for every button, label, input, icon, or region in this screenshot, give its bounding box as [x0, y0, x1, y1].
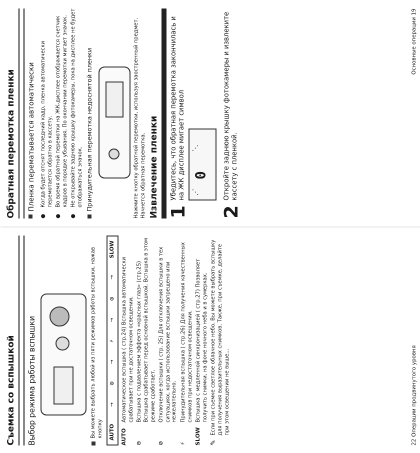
- arrow-right-icon: →: [109, 274, 116, 280]
- mode-row-redeye: ⊙ Вспышка с подавлением эффекта «красных…: [136, 235, 156, 445]
- arrow-right-icon: →: [109, 359, 116, 364]
- mode-symbol: ⊘: [158, 440, 165, 445]
- intro-row: Вы можете выбрать любой из пяти режимов …: [90, 235, 103, 445]
- rewind-button-icon: [108, 148, 120, 159]
- shutter-button-icon: [49, 306, 69, 326]
- blink-rays-icon: ⋱: [191, 144, 200, 151]
- step-number: 1: [167, 204, 190, 218]
- step-text: Убедитесь, что обратная перемотка законч…: [169, 15, 186, 200]
- arrow-right-icon: →: [109, 401, 116, 407]
- lcd-symbol: 0: [193, 170, 210, 179]
- auto-rewind-subtitle: Пленка перематывается автоматически: [27, 61, 35, 211]
- blink-rays-icon: ⋰: [191, 188, 200, 195]
- mode-description: Отключение вспышки ( стр. 25) Для отключ…: [158, 246, 178, 422]
- rewind-item-1: ● Когда будет отснят последний кадр, пле…: [40, 8, 53, 218]
- forced-rewind-heading: Принудительная перемотка недоснятой плен…: [84, 8, 97, 218]
- flash-section-title: Съемка со вспышкой: [6, 334, 16, 445]
- remove-film-title: Извлечение пленки: [149, 115, 160, 218]
- flash-mode-subtitle: Выбор режима работы вспышки: [27, 315, 36, 445]
- mode-redeye-label: ⊙: [109, 380, 116, 386]
- item-marker: ●: [55, 213, 62, 218]
- mode-symbol: AUTO: [121, 427, 128, 445]
- mode-slow-label: SLOW: [109, 240, 116, 258]
- item-marker: ●: [40, 213, 46, 218]
- rewind-item-text: Не открывайте заднюю крышку фотокамеры, …: [70, 8, 83, 207]
- mode-symbol: SLOW: [195, 426, 202, 445]
- mode-description: Вспышка с медленной синхронизацией ( стр…: [195, 258, 208, 422]
- title-rule: [18, 8, 24, 218]
- blinking-lcd-illustration: ⋰ 0 ⋱: [188, 128, 217, 200]
- rewind-item-text: Когда будет отснят последний кадр, пленк…: [40, 40, 53, 207]
- left-page-footer: 22 Операции продвинутого уровня: [411, 344, 417, 445]
- mode-description: Вспышка с подавлением эффекта «красных г…: [136, 237, 156, 422]
- item-marker: ●: [70, 213, 77, 218]
- auto-rewind-heading: Пленка перематывается автоматически: [27, 8, 38, 218]
- mode-auto-label: AUTO: [109, 423, 116, 440]
- camera-top-illustration: [40, 293, 86, 415]
- mode-row-off: ⊘ Отключение вспышки ( стр. 25) Для откл…: [158, 235, 178, 445]
- bullet-icon: [86, 214, 91, 218]
- right-page-footer: Основные операции 19: [411, 8, 417, 75]
- right-page: Обратная перемотка пленки Пленка перемат…: [0, 0, 420, 226]
- mode-row-fill: ⚡ Принудительная вспышка ( стр.26) Для п…: [180, 235, 193, 445]
- title-rule: [18, 235, 24, 445]
- camera-lcd: [53, 366, 73, 404]
- step-1: 1 Убедитесь, что обратная перемотка зако…: [167, 8, 217, 218]
- arrow-right-icon: →: [109, 317, 116, 322]
- mode-flash-label: ⚡: [109, 338, 116, 343]
- mode-row-auto: AUTO Автоматическое вспышка ( стр.24) Вс…: [121, 235, 134, 445]
- mode-symbol: ⚡: [179, 441, 186, 445]
- intro-text: Вы можете выбрать любой из пяти режимов …: [90, 246, 103, 438]
- step-text: Откройте заднюю крышку фотокамеры и извл…: [222, 11, 239, 200]
- left-page: Съемка со вспышкой Выбор режима работы в…: [0, 227, 420, 453]
- note-block: ✎ Если при съемке светлое облачное небо.…: [209, 235, 230, 445]
- mode-description: Принудительная вспышка ( стр.26) Для пол…: [179, 241, 193, 422]
- rewind-item-text: Во время обратной перемотки на ЖК-диспле…: [55, 14, 68, 207]
- title-rule: [161, 8, 167, 218]
- camera-bottom-illustration: [98, 66, 131, 178]
- forced-rewind-subtitle: Принудительная перемотка недоснятой плен…: [84, 47, 93, 211]
- rewind-section-title: Обратная перемотка пленки: [6, 68, 16, 218]
- flash-button-icon: [55, 336, 69, 350]
- rewind-item-2: ● Во время обратной перемотки на ЖК-дисп…: [55, 8, 68, 218]
- pencil-note-icon: ✎: [209, 439, 218, 445]
- mode-row-slow: SLOW Вспышка с медленной синхронизацией …: [195, 235, 208, 445]
- camera-lcd: [105, 81, 124, 117]
- bullet-icon: [28, 214, 32, 218]
- rewind-instruction: Нажмите кнопку обратной перемотки, испол…: [133, 17, 146, 218]
- rewind-item-3: ● Не открывайте заднюю крышку фотокамеры…: [70, 8, 83, 218]
- mode-symbol: ⊙: [136, 440, 143, 445]
- step-2: 2 Откройте заднюю крышку фотокамеры и из…: [220, 8, 243, 218]
- mode-off-label: ⊙: [109, 295, 116, 301]
- flash-mode-cycle: AUTO → ⊙ → ⚡ → ⊙ → SLOW: [106, 235, 119, 445]
- bullet-icon: [91, 441, 95, 445]
- mode-description: Автоматическое вспышка ( стр.24) Вспышка…: [121, 256, 134, 422]
- step-number: 2: [220, 204, 243, 218]
- note-text: Если при съемке светлое облачное небо. В…: [210, 239, 230, 435]
